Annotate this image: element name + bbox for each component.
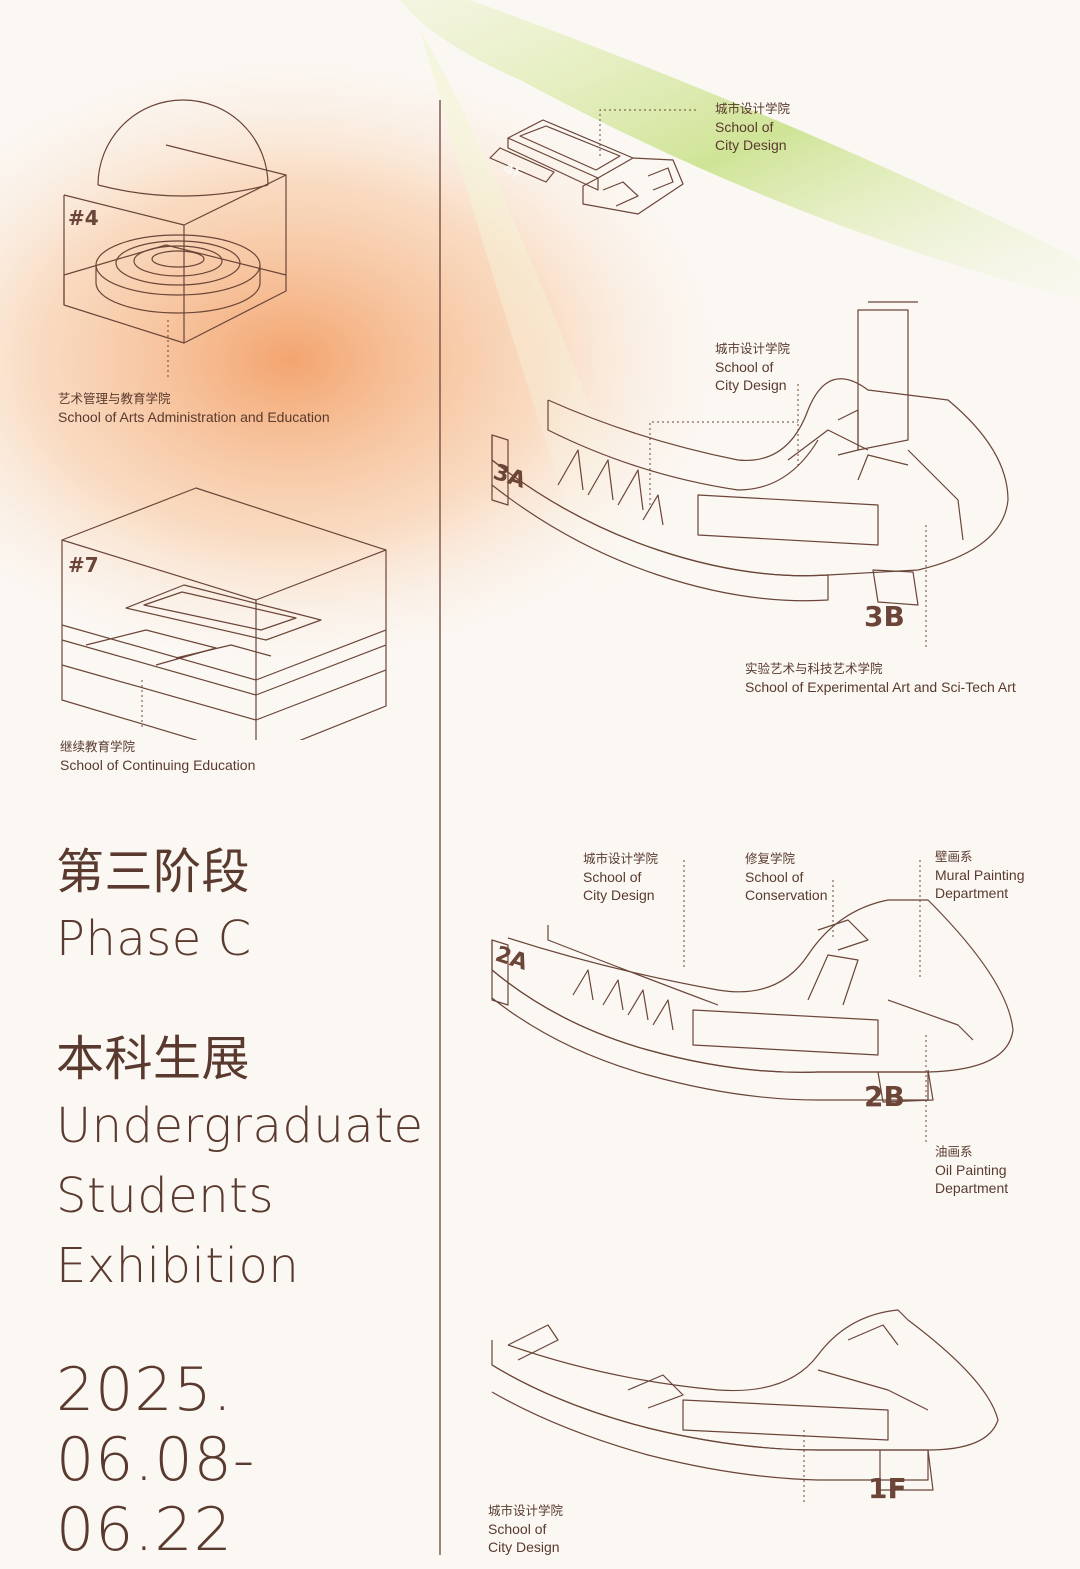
floor-1f-label-en1: School of bbox=[488, 1521, 547, 1537]
building-4-label-en: School of Arts Administration and Educat… bbox=[58, 409, 330, 425]
floor-2f-conservation-en1: School of bbox=[745, 869, 804, 885]
floor-2f-city-design-label: 城市设计学院 School of City Design bbox=[583, 850, 658, 904]
floor-4f-tag: 4F bbox=[501, 159, 527, 183]
floor-3f-bottom-label: 实验艺术与科技艺术学院 School of Experimental Art a… bbox=[745, 660, 1016, 696]
floor-2f-mural-zh: 壁画系 bbox=[935, 850, 973, 864]
floor-1f-label-zh: 城市设计学院 bbox=[488, 1504, 564, 1518]
floor-2f-oil-en2: Department bbox=[935, 1180, 1009, 1196]
exhibition-title-en-line3: Exhibition bbox=[56, 1238, 300, 1294]
floor-2f-drawing: 2A 2B bbox=[491, 860, 1014, 1145]
building-4-tag: #4 bbox=[68, 206, 99, 230]
building-7-drawing: #7 bbox=[61, 487, 387, 740]
floor-2f-conservation-zh: 修复学院 bbox=[745, 852, 796, 866]
floor-2f-city-design-zh: 城市设计学院 bbox=[583, 852, 659, 866]
building-7-label: 继续教育学院 School of Continuing Education bbox=[60, 738, 255, 774]
floor-2f-mural-en2: Department bbox=[935, 885, 1009, 901]
floor-2b-tag: 2B bbox=[864, 1080, 905, 1113]
floor-3b-tag: 3B bbox=[864, 600, 905, 633]
building-4-label-zh: 艺术管理与教育学院 bbox=[58, 392, 171, 406]
floor-4f-label-en2: City Design bbox=[715, 137, 787, 153]
floor-4f-label-en1: School of bbox=[715, 119, 774, 135]
floor-2f-mural-en1: Mural Painting bbox=[935, 867, 1025, 883]
phase-title-zh: 第三阶段 bbox=[56, 844, 251, 900]
floor-2f-oil-zh: 油画系 bbox=[935, 1145, 973, 1159]
floor-2f-conservation-label: 修复学院 School of Conservation bbox=[745, 850, 828, 904]
floor-3f-bottom-label-zh: 实验艺术与科技艺术学院 bbox=[745, 662, 883, 676]
building-7-label-en: School of Continuing Education bbox=[60, 757, 256, 773]
floor-2f-oil-en1: Oil Painting bbox=[935, 1162, 1007, 1178]
floor-1f-label: 城市设计学院 School of City Design bbox=[488, 1502, 563, 1556]
floor-2f-city-design-en1: School of bbox=[583, 869, 642, 885]
floor-2f-oil-label: 油画系 Oil Painting Department bbox=[935, 1143, 1008, 1197]
floor-4f-label: 城市设计学院 School of City Design bbox=[715, 100, 790, 154]
floor-3f-drawing: 3B 3A bbox=[490, 301, 1009, 650]
building-4-drawing: #4 bbox=[63, 99, 287, 377]
exhibition-title-zh: 本科生展 bbox=[56, 1031, 251, 1087]
floor-3f-top-label-zh: 城市设计学院 bbox=[715, 342, 791, 356]
building-4-label: 艺术管理与教育学院 School of Arts Administration … bbox=[58, 390, 330, 426]
floor-2f-mural-label: 壁画系 Mural Painting Department bbox=[935, 848, 1025, 902]
floor-3f-top-label-en1: School of bbox=[715, 359, 774, 375]
floor-4f-label-zh: 城市设计学院 bbox=[715, 102, 791, 116]
exhibition-title-en-line1: Undergraduate bbox=[56, 1098, 424, 1154]
phase-title-en: Phase C bbox=[56, 911, 252, 967]
date-end: 06.22 bbox=[56, 1495, 233, 1565]
floor-2f-conservation-en2: Conservation bbox=[745, 887, 828, 903]
exhibition-title-en-line2: Students bbox=[56, 1168, 274, 1224]
date-start: 06.08- bbox=[56, 1425, 256, 1495]
floor-1f-drawing: 1F bbox=[491, 1309, 999, 1505]
floor-3f-top-label: 城市设计学院 School of City Design bbox=[715, 340, 790, 394]
floor-1f-label-en2: City Design bbox=[488, 1539, 560, 1555]
floor-3f-bottom-label-en: School of Experimental Art and Sci-Tech … bbox=[745, 679, 1016, 695]
floor-2f-city-design-en2: City Design bbox=[583, 887, 655, 903]
date-year: 2025. bbox=[56, 1355, 233, 1425]
building-7-tag: #7 bbox=[68, 553, 99, 577]
floor-3f-top-label-en2: City Design bbox=[715, 377, 787, 393]
floor-4f-drawing: 4F bbox=[489, 109, 698, 215]
floor-2a-tag: 2A bbox=[492, 942, 530, 976]
building-7-label-zh: 继续教育学院 bbox=[60, 740, 136, 754]
floor-1f-tag: 1F bbox=[868, 1472, 907, 1505]
